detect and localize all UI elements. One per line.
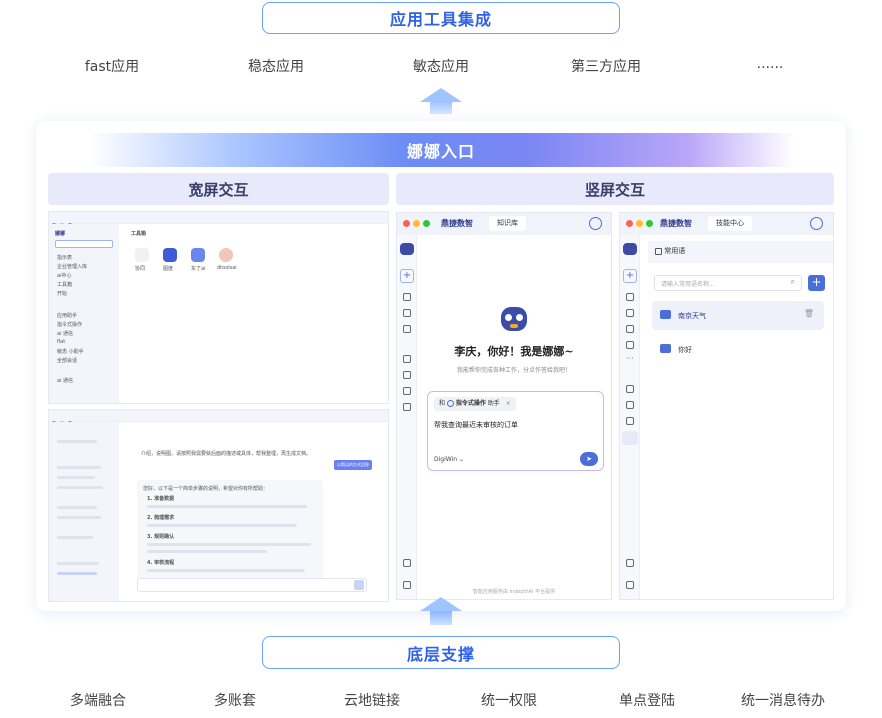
link-icon[interactable] <box>626 309 634 317</box>
gear-icon[interactable] <box>626 341 634 349</box>
tab-knowledge-base[interactable]: 知识库 <box>489 216 526 231</box>
infrastructure-title: 底层支撑 <box>262 636 620 669</box>
greeting-subtitle: 我能帮你完成各种工作，分点作答给我吧！ <box>456 367 571 374</box>
phone-icon[interactable] <box>403 559 411 567</box>
reply-style-button[interactable]: 以简洁的方式回答 <box>334 460 372 470</box>
model-selector[interactable]: DigiWin ⌄ <box>434 456 464 463</box>
footer-note: 智能应用服务由 IndepthAI 平台提供 <box>472 589 556 595</box>
wide-sidebar: 娜娜 指示表 企业管理入库 ai中心 工具箱 开始 应用助手 指令式操作 ai … <box>49 224 119 403</box>
add-phrase-button[interactable]: + <box>808 275 825 291</box>
send-button[interactable]: ➤ <box>580 452 598 466</box>
owl-mascot-icon <box>501 307 527 331</box>
answer-bubble: 您好，以下是一个简单步骤的说明，希望对你有所帮助： 1. 准备数据 2. 梳理需… <box>137 480 323 590</box>
phrases-section[interactable]: 常用语 <box>655 246 685 256</box>
robot-icon[interactable] <box>626 401 634 409</box>
toolbox-label: 工具箱 <box>131 231 147 237</box>
avatar-icon[interactable] <box>626 325 634 333</box>
chevron-down-icon: ⌄ <box>458 456 464 463</box>
app-type-more: ...... <box>756 56 784 72</box>
robot-icon[interactable] <box>403 371 411 379</box>
app-type-fast: fast应用 <box>84 59 140 75</box>
app-type-list: fast应用 稳态应用 敏态应用 第三方应用 ...... <box>0 56 882 80</box>
user-avatar-icon[interactable] <box>810 217 823 230</box>
assistant-chip[interactable]: 和 指令式操作 助手 × <box>434 397 516 411</box>
brand-logo: 鼎捷数智 <box>441 219 473 228</box>
wide-screen-chat: 介绍，说明图。请按照我需要就后面的描述或具体，帮我整理，再生成文档。 以简洁的方… <box>48 409 389 602</box>
assistant-icon <box>446 400 454 407</box>
nana-entry-title: 娜娜入口 <box>88 133 794 167</box>
user-icon[interactable] <box>403 387 411 395</box>
gear-icon[interactable] <box>403 325 411 333</box>
monitor-icon[interactable] <box>403 581 411 589</box>
phone-icon[interactable] <box>626 559 634 567</box>
shield-icon[interactable] <box>403 293 411 301</box>
send-icon[interactable] <box>354 580 364 590</box>
chat-icon[interactable] <box>626 385 634 393</box>
message-input[interactable] <box>137 578 367 592</box>
support-sso: 单点登陆 <box>619 693 675 709</box>
more-icon[interactable]: ··· <box>626 354 634 363</box>
wide-screen-header: 宽屏交互 <box>48 173 389 205</box>
tall-screen-header: 竖屏交互 <box>396 173 834 205</box>
app-icon[interactable] <box>135 248 149 262</box>
app-integration-title: 应用工具集成 <box>262 2 620 34</box>
support-multi-account: 多账套 <box>214 693 256 709</box>
wave-icon[interactable] <box>626 293 634 301</box>
phrase-item[interactable]: 南京天气 🗑 <box>652 301 824 330</box>
support-unified-messages: 统一消息待办 <box>741 693 825 709</box>
support-cloud-link: 云地链接 <box>344 693 400 709</box>
avatar[interactable] <box>219 248 233 262</box>
support-unified-permission: 统一权限 <box>481 693 537 709</box>
terminal-icon <box>660 344 671 353</box>
owl-logo-icon <box>400 243 414 255</box>
tall-screen-phrases: 鼎捷数智 技能中心 + ··· 常用语 请输入常用语名称... ⌕ + 南京天气… <box>619 212 834 600</box>
app-icon[interactable] <box>163 248 177 262</box>
monitor-icon[interactable] <box>626 581 634 589</box>
terminal-icon <box>660 310 671 319</box>
app-icon[interactable] <box>191 248 205 262</box>
phrase-search-input[interactable]: 请输入常用语名称... ⌕ <box>654 275 802 291</box>
user-icon[interactable] <box>626 417 634 425</box>
phrase-item[interactable]: 你好 <box>652 335 824 364</box>
shield-icon[interactable] <box>403 309 411 317</box>
new-chat-plus-icon[interactable]: + <box>623 269 637 283</box>
tall-sidebar: + ··· <box>620 235 640 599</box>
greeting: 李庆，你好！我是娜娜~ <box>454 345 574 358</box>
chat-input-box[interactable]: 和 指令式操作 助手 × 帮我查询最近未审核的订单 DigiWin ⌄ ➤ <box>427 391 604 471</box>
new-chat-plus-icon[interactable]: + <box>400 269 414 283</box>
infrastructure-list: 多端融合 多账套 云地链接 统一权限 单点登陆 统一消息待办 <box>0 690 882 714</box>
image-icon[interactable] <box>403 403 411 411</box>
new-chat-button[interactable] <box>55 240 113 248</box>
app-type-third-party: 第三方应用 <box>571 59 641 75</box>
chat-icon[interactable] <box>403 355 411 363</box>
close-icon[interactable]: × <box>505 400 511 407</box>
app-type-agile: 敏态应用 <box>413 59 469 75</box>
owl-logo-icon <box>623 243 637 255</box>
tall-sidebar: + <box>397 235 417 599</box>
active-image-tab[interactable] <box>622 431 638 445</box>
search-icon[interactable]: ⌕ <box>790 277 795 286</box>
app-type-stable: 稳态应用 <box>248 59 304 75</box>
wide-screen-toolbox: 娜娜 指示表 企业管理入库 ai中心 工具箱 开始 应用助手 指令式操作 ai … <box>48 211 389 404</box>
tab-skill-center[interactable]: 技能中心 <box>708 216 752 231</box>
input-text[interactable]: 帮我查询最近未审核的订单 <box>434 421 518 429</box>
wide-sidebar <box>49 422 119 601</box>
support-multi-device: 多端融合 <box>70 693 126 709</box>
tall-screen-chat: 鼎捷数智 知识库 + 李庆，你好！我是娜娜~ 我能帮你完成各种工作，分点作答给我… <box>396 212 612 600</box>
user-avatar-icon[interactable] <box>589 217 602 230</box>
delete-icon[interactable]: 🗑 <box>803 309 814 318</box>
brand-logo: 鼎捷数智 <box>660 219 692 228</box>
arrow-up-icon <box>420 88 462 114</box>
user-question: 介绍，说明图。请按照我需要就后面的描述或具体，帮我整理，再生成文档。 <box>141 451 312 457</box>
book-icon <box>655 247 662 255</box>
arrow-up-icon <box>420 597 462 625</box>
